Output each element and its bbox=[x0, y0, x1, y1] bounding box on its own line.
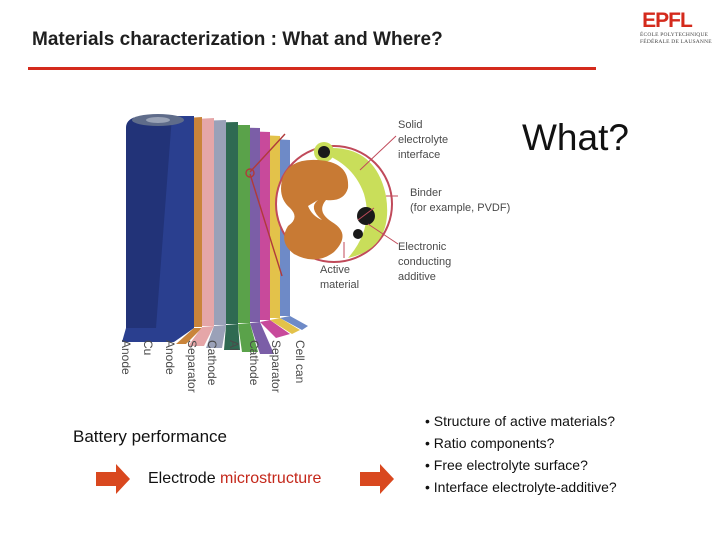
epfl-logo-mark: EPFL bbox=[640, 8, 694, 32]
layer-label: Cathode bbox=[205, 340, 219, 386]
layer-label: Separator bbox=[269, 340, 283, 393]
question-item: • Ratio components? bbox=[425, 435, 555, 451]
arrow-right-icon bbox=[96, 464, 130, 494]
question-item: • Structure of active materials? bbox=[425, 413, 616, 429]
label-active-2: material bbox=[320, 279, 359, 291]
logo-line-1: ÉCOLE POLYTECHNIQUE bbox=[640, 32, 709, 38]
layer-label: Separator bbox=[185, 340, 199, 393]
svg-text:EPFL: EPFL bbox=[642, 9, 693, 32]
logo-line-2: FÉDÉRALE DE LAUSANNE bbox=[640, 38, 712, 45]
layer-tails bbox=[122, 316, 308, 354]
layer-labels: Anode Cu Anode Separator Cathode Al Cathode Sep… bbox=[119, 340, 307, 393]
label-sei-1: Solid bbox=[398, 119, 422, 131]
label-binder-1: Binder bbox=[410, 187, 442, 199]
zoom-circle bbox=[245, 133, 399, 277]
callout-labels: Solid electrolyte interface Binder (for … bbox=[320, 119, 510, 291]
slide-title: Materials characterization : What and Wh… bbox=[32, 29, 443, 50]
layer-label: Al bbox=[227, 340, 241, 351]
label-sei-2: electrolyte bbox=[398, 134, 448, 146]
arrow-right-icon bbox=[360, 464, 394, 494]
layer-label: Cu bbox=[141, 340, 155, 355]
epfl-logo-subtitle: ÉCOLE POLYTECHNIQUE FÉDÉRALE DE LAUSANNE bbox=[640, 32, 712, 45]
electrode-microstructure-label: Electrode microstructure bbox=[148, 470, 321, 488]
label-ecad-3: additive bbox=[398, 271, 436, 283]
electrode-highlight: microstructure bbox=[220, 470, 322, 487]
title-underline bbox=[28, 67, 596, 70]
electrode-prefix: Electrode bbox=[148, 470, 221, 487]
layer-label: Anode bbox=[163, 340, 177, 375]
layer-label: Cell can bbox=[293, 340, 307, 383]
layer-label: Cathode bbox=[247, 340, 261, 386]
label-ecad-1: Electronic bbox=[398, 241, 447, 253]
epfl-logo: EPFL ÉCOLE POLYTECHNIQUE FÉDÉRALE DE LAU… bbox=[640, 8, 714, 50]
label-binder-2: (for example, PVDF) bbox=[410, 202, 510, 214]
question-list: • Structure of active materials? • Ratio… bbox=[425, 410, 617, 498]
battery-performance-label: Battery performance bbox=[73, 427, 228, 446]
battery-cell-diagram: Solid electrolyte interface Binder (for … bbox=[119, 114, 510, 393]
question-item: • Interface electrolyte-additive? bbox=[425, 479, 617, 495]
label-ecad-2: conducting bbox=[398, 256, 451, 268]
what-heading: What? bbox=[522, 117, 629, 158]
layer-label: Anode bbox=[119, 340, 133, 375]
label-sei-3: interface bbox=[398, 149, 440, 161]
question-item: • Free electrolyte surface? bbox=[425, 457, 588, 473]
label-active-1: Active bbox=[320, 264, 350, 276]
